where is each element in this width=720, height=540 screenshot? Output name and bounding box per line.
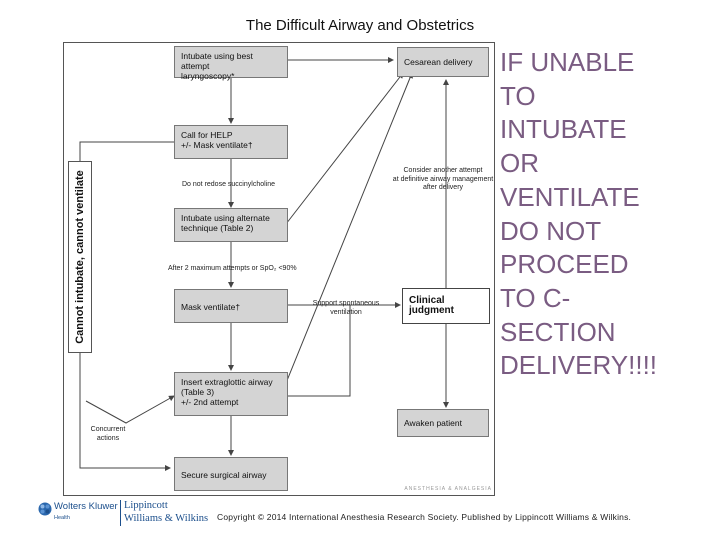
note-line: Concurrent [90,426,126,433]
max-attempts-note: After 2 maximum attempts or SpO₂ <90% [168,265,297,272]
box-line: Cesarean delivery [404,57,473,67]
imprint-line1: Lippincott [124,500,168,511]
publisher-logo: Wolters Kluwer Health Lippincott William… [36,498,216,528]
note-line: Consider another attempt [403,167,483,174]
connector-line [285,72,413,384]
logo-divider [120,500,121,526]
connector-line [79,353,171,471]
consider-another-note: Consider another attempt at definitive a… [392,167,494,193]
box-line: Intubate using best attempt [181,51,253,71]
connector-line [285,72,404,225]
concurrent-actions-note: Concurrent actions [84,426,132,443]
wolters-kluwer-mark-icon [38,502,52,516]
journal-watermark: ANESTHESIA & ANALGESIA [404,486,492,492]
call-for-help-box: Call for HELP +/- Mask ventilate† [174,125,288,159]
box-line: +/- 2nd attempt [181,397,239,407]
box-line: (Table 3) [181,387,215,397]
note-line: after delivery [422,184,464,191]
cannot-intubate-text: Cannot intubate, cannot ventilate [74,170,86,344]
publisher-sub: Health [54,515,70,521]
clinical-judgment-box: Clinical judgment [402,288,490,324]
cesarean-delivery-box: Cesarean delivery [397,47,489,77]
box-line: laryngoscopy* [181,71,235,81]
copyright-notice: Copyright © 2014 International Anesthesi… [217,512,632,522]
awaken-patient-box: Awaken patient [397,409,489,437]
intubate-alternate-box: Intubate using alternate technique (Tabl… [174,208,288,242]
succinylcholine-note: Do not redose succinylcholine [182,181,275,188]
box-line: Clinical judgment [409,295,454,316]
box-line: Intubate using alternate [181,213,270,223]
slide-title: The Difficult Airway and Obstetrics [0,17,720,34]
intubate-best-attempt-box: Intubate using best attempt laryngoscopy… [174,46,288,81]
note-line: at definitive airway management [392,175,494,183]
box-line: Secure surgical airway [181,470,267,480]
extraglottic-airway-box: Insert extraglottic airway (Table 3) +/-… [174,372,288,416]
box-line: Awaken patient [404,418,462,428]
mask-ventilate-box: Mask ventilate† [174,289,288,323]
publisher-name: Wolters Kluwer [54,501,118,512]
note-line: ventilation [330,308,362,316]
note-line: actions [96,434,120,442]
box-line: technique (Table 2) [181,223,254,233]
slide-title-text: The Difficult Airway and Obstetrics [245,17,475,34]
cannot-intubate-label: Cannot intubate, cannot ventilate [68,161,92,353]
box-line: Mask ventilate† [181,302,241,312]
box-line: Insert extraglottic airway [181,377,273,387]
surgical-airway-box: Secure surgical airway [174,457,288,491]
imprint-line2: Williams & Wilkins [124,513,209,524]
warning-text: IF UNABLE TO INTUBATE OR VENTILATE DO NO… [500,47,658,381]
connector-line [79,141,174,163]
note-line: Support spontaneous [312,300,380,307]
connector-line [286,305,351,397]
box-line: +/- Mask ventilate† [181,140,253,150]
support-spontaneous-note: Support spontaneous ventilation [306,300,386,317]
flowchart-connectors [79,57,449,471]
difficult-airway-flowchart: Intubate using best attempt laryngoscopy… [63,42,495,496]
connector-line [85,395,175,424]
box-line: Call for HELP [181,130,233,140]
